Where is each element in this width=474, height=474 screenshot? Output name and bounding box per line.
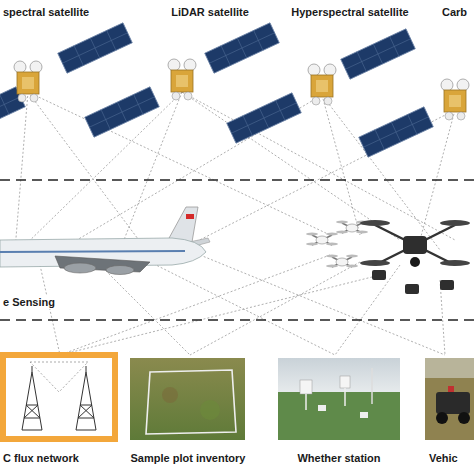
vehicle-photo-part (436, 412, 448, 424)
sample-plot-photo (130, 358, 245, 440)
weather-station-photo-part (360, 412, 368, 418)
airplane-icon (0, 207, 210, 275)
satellite-icon-part (441, 79, 469, 120)
flux-tower-photo-part (0, 352, 118, 442)
connection-lines (15, 92, 455, 355)
satellite-icon (0, 23, 469, 157)
flux-tower-photo-part (76, 366, 96, 430)
connection-lines-part (200, 255, 445, 355)
satellite-icon-part (205, 23, 280, 73)
airplane-icon-part (64, 263, 96, 273)
drone-icon-part (326, 255, 358, 268)
flux-tower-photo-part (30, 362, 88, 392)
flux-tower-photo-part (6, 358, 112, 436)
satellite-icon-part (85, 87, 160, 137)
connection-lines-part (28, 92, 330, 235)
weather-station-photo-part (278, 358, 400, 392)
vehicle-photo-part (425, 358, 474, 440)
vehicle-photo-part (425, 358, 474, 378)
layer-divider-part (0, 319, 474, 321)
weather-station-photo-part (278, 392, 400, 440)
drone-icon (306, 220, 470, 294)
drone-icon-part-part (440, 280, 454, 290)
satellite-icon-part (58, 23, 133, 73)
drone-icon-part-part (405, 284, 419, 294)
part-label: C flux network (1, 452, 81, 465)
connection-lines-part (190, 262, 360, 355)
weather-station-photo-part (371, 368, 373, 404)
satellite-icon-part (14, 61, 42, 102)
airplane-icon-part (168, 207, 198, 242)
satellite-icon-part (341, 29, 416, 79)
flux-tower-photo (0, 352, 118, 442)
drone-icon-part-part (372, 270, 386, 280)
sample-plot-photo-part (162, 387, 178, 403)
flux-tower-photo-part (22, 366, 42, 430)
connection-lines-part (40, 265, 60, 355)
drone-icon-part (372, 270, 454, 294)
sample-plot-photo-part (130, 358, 245, 440)
connection-lines-part (440, 280, 445, 355)
drone-icon-part (306, 233, 338, 246)
airplane-icon-part (0, 251, 185, 252)
drone-icon-part (440, 260, 470, 266)
drone-icon-part (440, 220, 470, 226)
drone-icon-part (410, 257, 420, 267)
weather-station-photo-part (340, 376, 350, 388)
airplane-icon-part (106, 266, 134, 275)
part-label: LiDAR satellite (169, 6, 251, 19)
satellite-icon-part (168, 59, 196, 100)
connection-lines-part (15, 92, 28, 250)
drone-icon-part (360, 220, 390, 226)
part-label: Carb (440, 6, 469, 19)
airplane-icon-part (55, 256, 150, 272)
part-label: e Sensing (1, 296, 57, 309)
vehicle-photo-part (458, 412, 470, 424)
connection-lines-part (182, 92, 455, 240)
layer-divider-part (0, 179, 474, 181)
weather-station-photo (278, 358, 400, 440)
connection-lines-part (60, 275, 380, 355)
weather-station-photo-part (305, 394, 307, 410)
satellite-icon-part (227, 93, 302, 143)
sample-plot-photo-part (200, 400, 220, 420)
connection-lines-part (335, 265, 400, 355)
connection-lines-part (322, 95, 360, 235)
part-label: Sample plot inventory (129, 452, 248, 465)
vehicle-photo-part (448, 386, 454, 392)
part-label: Hyperspectral satellite (289, 6, 410, 19)
part-label: Vehic (427, 452, 460, 465)
drone-icon-part (403, 236, 427, 254)
satellite-icon-part (359, 107, 434, 157)
connection-lines-part (150, 262, 335, 355)
part-label: Whether station (295, 452, 382, 465)
connection-lines-part (182, 92, 400, 240)
airplane-icon-part (186, 214, 194, 219)
weather-station-photo-part (300, 380, 312, 394)
layer-divider (0, 180, 474, 320)
drone-icon-part (360, 260, 390, 266)
weather-station-photo-part (344, 388, 346, 406)
vehicle-photo (425, 358, 474, 440)
satellite-icon-part (308, 64, 336, 105)
part-label: spectral satellite (1, 6, 91, 19)
sample-plot-photo-part (146, 370, 236, 434)
connection-lines-part (100, 265, 190, 355)
vehicle-photo-part (436, 392, 470, 414)
weather-station-photo-part (318, 405, 326, 411)
